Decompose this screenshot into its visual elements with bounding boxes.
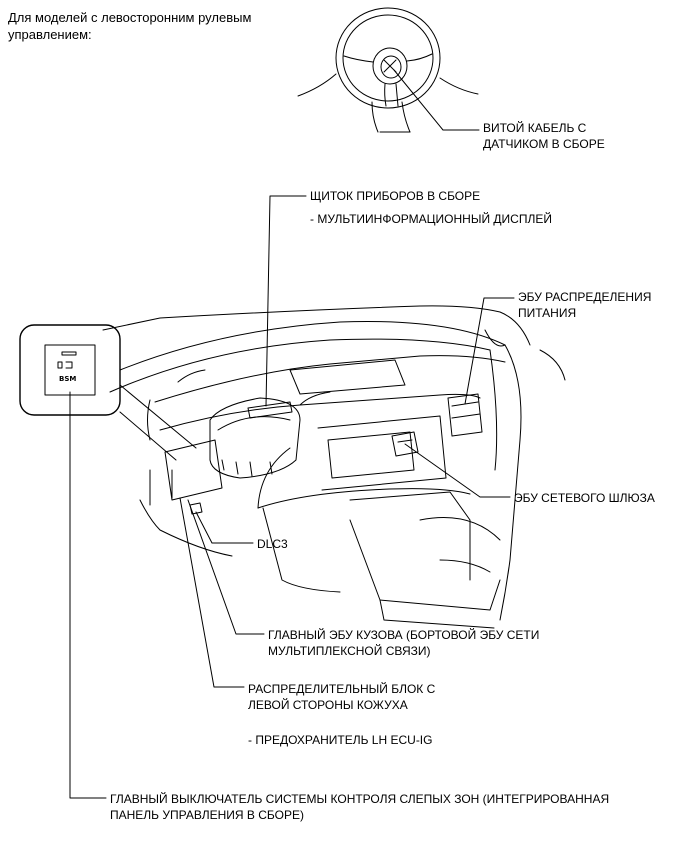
leader-lines (69, 69, 515, 799)
main-body-ecu-label-2: МУЛЬТИПЛЕКСНОЙ СВЯЗИ) (268, 644, 431, 658)
power-distribution-ecu-label-2: ПИТАНИЯ (518, 306, 577, 320)
heading-line-1: Для моделей с левосторонним рулевым (8, 10, 252, 25)
spiral-cable-label-1: ВИТОЙ КАБЕЛЬ С (483, 121, 587, 135)
spiral-cable-label-2: ДАТЧИКОМ В СБОРЕ (483, 137, 605, 151)
bsm-main-switch-label-1: ГЛАВНЫЙ ВЫКЛЮЧАТЕЛЬ СИСТЕМЫ КОНТРОЛЯ СЛЕ… (110, 792, 610, 806)
power-distribution-ecu-label-1: ЭБУ РАСПРЕДЕЛЕНИЯ (518, 290, 652, 304)
network-gateway-ecu-label: ЭБУ СЕТЕВОГО ШЛЮЗА (514, 491, 655, 505)
main-body-ecu-label-1: ГЛАВНЫЙ ЭБУ КУЗОВА (БОРТОВОЙ ЭБУ СЕТИ (268, 628, 540, 642)
lh-ecu-ig-fuse-label: - ПРЕДОХРАНИТЕЛЬ LH ECU-IG (248, 733, 433, 747)
steering-wheel-illustration (297, 7, 479, 133)
instrument-cluster-label: ЩИТОК ПРИБОРОВ В СБОРЕ (310, 189, 481, 203)
bsm-switch-text: BSM (59, 375, 77, 383)
multi-info-display-label: - МУЛЬТИИНФОРМАЦИОННЫЙ ДИСПЛЕЙ (310, 212, 552, 226)
dlc3-label: DLC3 (257, 537, 288, 551)
junction-block-label-1: РАСПРЕДЕЛИТЕЛЬНЫЙ БЛОК С (248, 682, 436, 696)
dashboard-illustration (102, 305, 566, 629)
junction-block-label-2: ЛЕВОЙ СТОРОНЫ КОЖУХА (248, 698, 408, 712)
bsm-main-switch-label-2: ПАНЕЛЬ УПРАВЛЕНИЯ В СБОРЕ) (110, 808, 304, 822)
heading-line-2: управлением: (8, 27, 92, 42)
